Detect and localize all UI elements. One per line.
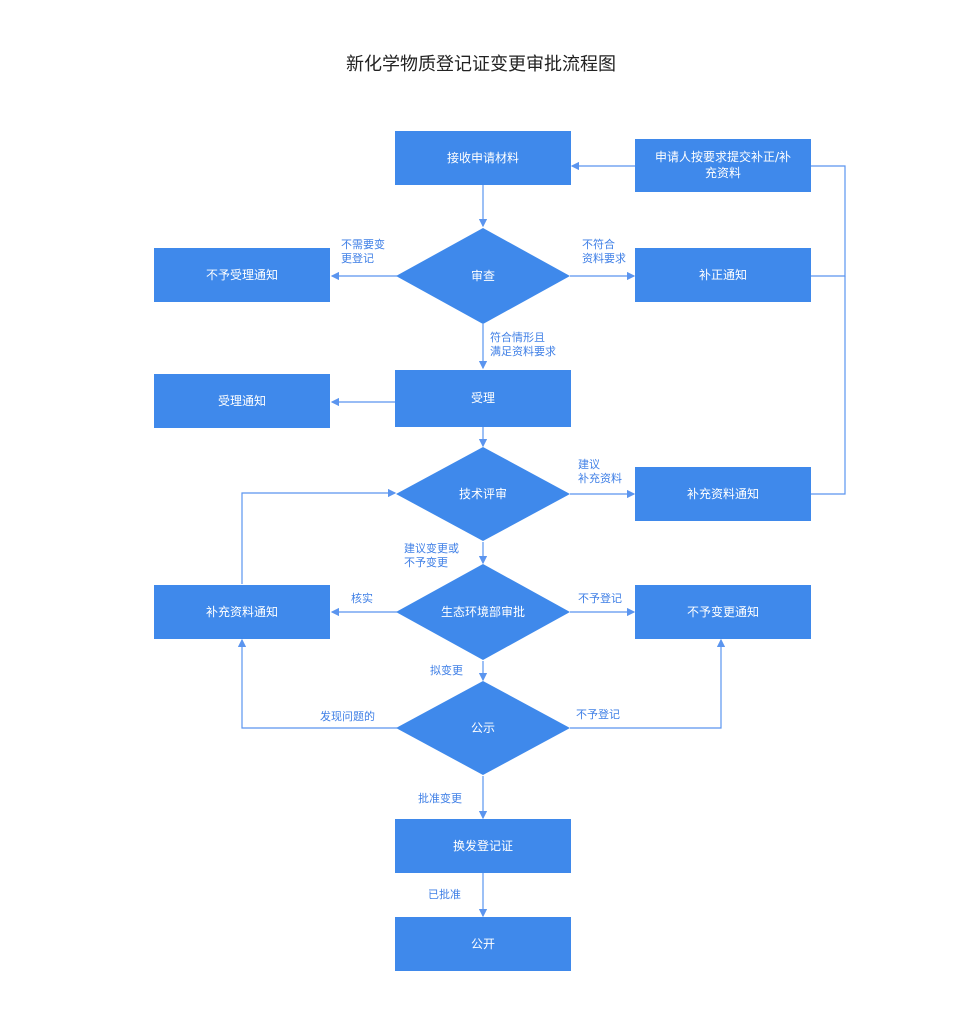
edge-label-problem-found: 发现问题的: [320, 709, 375, 723]
edge-public-problem: [237, 638, 397, 729]
node-box: [395, 131, 571, 185]
edge-label-meets-1: 符合情形且: [490, 330, 545, 344]
node-label: 换发登记证: [453, 838, 513, 853]
node-box: [154, 585, 330, 639]
node-diamond: [396, 681, 570, 775]
node-label: 补充资料通知: [687, 486, 759, 501]
node-box: [154, 374, 330, 428]
edge-supplement-loop: [810, 276, 846, 495]
node-accept: 受理: [395, 370, 571, 427]
node-box: [635, 139, 811, 192]
node-supplement-notice-right: 补充资料通知: [635, 467, 811, 521]
node-box: [635, 585, 811, 639]
edge-left-supplement-tech: [241, 488, 397, 584]
edge-label-not-meet-1: 不符合: [582, 237, 615, 251]
edge-public-reject: [570, 638, 726, 729]
node-eco-approval: 生态环境部审批: [396, 564, 570, 660]
node-label: 接收申请材料: [447, 150, 519, 165]
edge-label-no-change-registration-2: 更登记: [341, 251, 374, 265]
node-correction-notice: 补正通知: [635, 248, 811, 302]
node-box: [395, 917, 571, 971]
node-label: 补正通知: [699, 268, 747, 282]
node-box: [635, 467, 811, 521]
node-label: 生态环境部审批: [441, 604, 525, 619]
connectors: [237, 161, 846, 918]
node-resubmit: 申请人按要求提交补正/补 充资料: [635, 139, 811, 192]
edge-label-verify: 核实: [351, 591, 373, 605]
edge-label-no-registration-2: 不予登记: [576, 707, 620, 721]
node-accept-notice: 受理通知: [154, 374, 330, 428]
node-issue: 换发登记证: [395, 819, 571, 873]
edge-label-no-registration-1: 不予登记: [578, 591, 622, 605]
edge-label-not-meet-2: 资料要求: [582, 251, 626, 265]
edge-label-suggest-supplement-2: 补充资料: [578, 471, 622, 485]
node-label: 受理: [471, 391, 495, 405]
node-receive: 接收申请材料: [395, 131, 571, 185]
node-box: [395, 819, 571, 873]
node-label: 公开: [471, 937, 495, 951]
diagram-title: 新化学物质登记证变更审批流程图: [346, 54, 616, 75]
node-diamond: [396, 564, 570, 660]
edge-label-meets-2: 满足资料要求: [490, 344, 556, 358]
node-label-line-2: 充资料: [705, 165, 741, 180]
node-label: 不予变更通知: [687, 604, 759, 619]
edge-label-suggest-change-2: 不予变更: [404, 555, 448, 569]
edge-label-no-change-registration-1: 不需要变: [341, 237, 385, 251]
node-diamond: [396, 228, 570, 324]
edge-labels: 不需要变 更登记 不符合 资料要求 符合情形且 满足资料要求 建议 补充资料 建…: [320, 237, 626, 901]
node-label: 技术评审: [459, 486, 507, 501]
node-supplement-notice-left: 补充资料通知: [154, 585, 330, 639]
node-reject-notice: 不予受理通知: [154, 248, 330, 302]
node-label: 补充资料通知: [206, 604, 278, 619]
node-box: [154, 248, 330, 302]
node-diamond: [396, 447, 570, 541]
edge-label-suggest-change-1: 建议变更或: [404, 541, 459, 555]
node-review: 审查: [396, 228, 570, 324]
node-box: [635, 248, 811, 302]
edge-correction-loop: [810, 165, 846, 277]
node-label-line-1: 申请人按要求提交补正/补: [655, 149, 791, 164]
node-label: 不予受理通知: [206, 268, 278, 282]
edge-label-approve-change: 批准变更: [418, 791, 462, 805]
node-label: 公示: [471, 721, 495, 735]
node-no-change-notice: 不予变更通知: [635, 585, 811, 639]
node-tech-review: 技术评审: [396, 447, 570, 541]
node-label: 审查: [471, 268, 495, 283]
edge-label-suggest-supplement-1: 建议: [578, 457, 600, 471]
edge-label-planned-change: 拟变更: [430, 663, 463, 677]
edge-label-approved: 已批准: [428, 887, 461, 901]
node-public: 公开: [395, 917, 571, 971]
node-label: 受理通知: [218, 394, 266, 408]
node-publicity: 公示: [396, 681, 570, 775]
node-box: [395, 370, 571, 427]
